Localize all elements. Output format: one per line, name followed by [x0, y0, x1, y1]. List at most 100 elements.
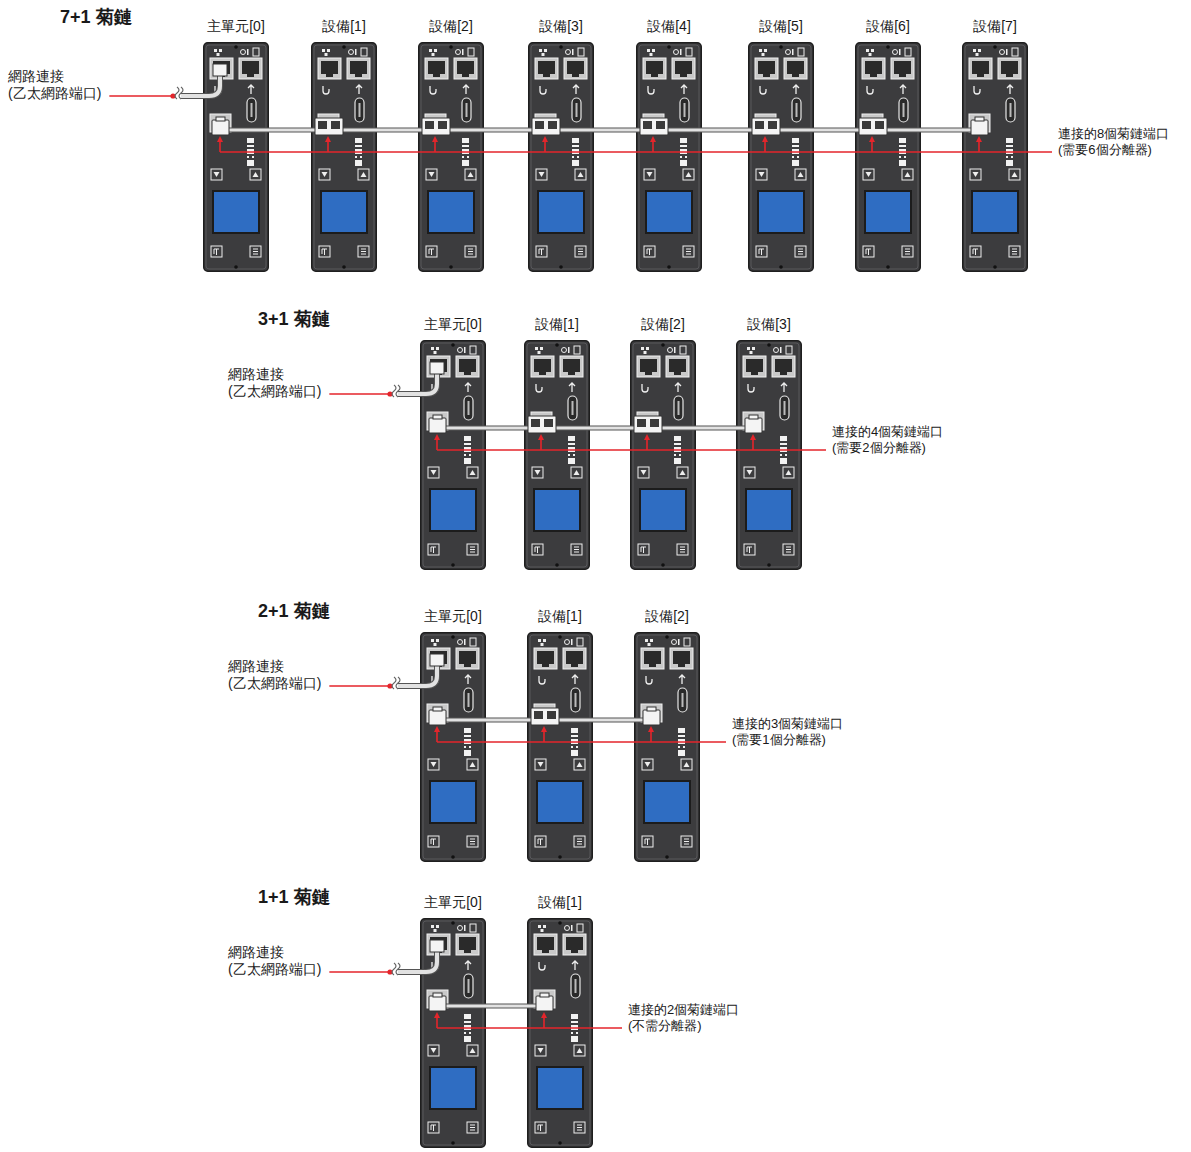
rj45-latch — [645, 372, 652, 375]
controller-drawing — [736, 340, 802, 570]
rj45-latch — [780, 372, 787, 375]
rj45-socket — [746, 359, 763, 372]
lcd-screen — [759, 192, 803, 232]
callout-arrow — [541, 1012, 547, 1018]
unit-label: 主單元[0] — [424, 893, 482, 911]
logo-mark — [899, 160, 906, 166]
housing — [421, 633, 486, 862]
button — [428, 544, 439, 555]
network-icon — [752, 347, 755, 350]
callout-note: 連接的2個菊鏈端口 (不需分離器) — [628, 1002, 739, 1034]
rj45-port — [666, 356, 689, 377]
lcd-screen — [647, 192, 691, 232]
status-icon — [361, 48, 367, 56]
callout-tick — [436, 730, 438, 742]
lcd-bezel — [537, 190, 585, 234]
lcd-bezel — [429, 780, 477, 824]
rj45-socket — [430, 937, 447, 950]
button — [575, 169, 586, 180]
logo-mark — [904, 156, 906, 158]
button-icon — [361, 249, 366, 254]
splitter-slot — [875, 121, 884, 129]
network-icon — [650, 639, 653, 642]
status-icon — [241, 50, 246, 55]
controller-drawing — [420, 632, 486, 862]
chain-icon — [432, 676, 438, 684]
button — [535, 836, 546, 847]
cable-outline — [814, 128, 855, 133]
status-icon — [464, 639, 466, 645]
logo-mark — [680, 145, 687, 147]
logo-mark — [464, 746, 466, 748]
daisy-chain-cable — [486, 1005, 527, 1008]
unit-label: 設備[4] — [647, 17, 691, 35]
housing-bevel — [206, 45, 266, 269]
logo-mark — [780, 443, 787, 445]
logo-mark — [571, 1021, 578, 1023]
housing-bevel — [633, 343, 693, 567]
logo-mark — [571, 735, 578, 737]
lcd-bezel — [745, 488, 793, 532]
chain-plug — [643, 710, 660, 725]
network-icon — [431, 639, 434, 642]
housing — [635, 633, 700, 862]
chain-plug-clip — [433, 707, 442, 711]
button — [744, 544, 755, 555]
chain-plug-clip — [433, 415, 442, 419]
chain-plug — [745, 418, 762, 433]
unit-label: 設備[5] — [759, 17, 803, 35]
screw-hole — [555, 563, 559, 567]
button-icon — [431, 1125, 436, 1131]
status-icon — [1000, 50, 1005, 55]
callout-tick — [543, 1016, 545, 1028]
callout-line — [437, 741, 726, 743]
button-icon — [973, 249, 978, 255]
housing — [525, 341, 590, 570]
status-icon — [565, 640, 570, 645]
lcd-bezel — [639, 488, 687, 532]
usb-c-port — [674, 396, 683, 420]
daisy-chain-cable — [594, 129, 636, 132]
button-icon — [470, 547, 475, 552]
chain-plug — [212, 120, 229, 135]
rj45-socket — [213, 61, 230, 74]
usb-c-tongue — [684, 103, 686, 117]
button-arrow — [322, 172, 328, 177]
button — [536, 246, 547, 257]
cable-outline — [702, 128, 748, 133]
callout-tick — [650, 730, 652, 742]
housing-bevel — [421, 45, 481, 269]
network-icon — [219, 49, 222, 52]
chain-cable-group — [921, 130, 962, 131]
status-icon — [458, 640, 463, 645]
status-icon — [786, 50, 791, 55]
button-arrow — [574, 470, 580, 475]
rj45-plug — [430, 654, 444, 666]
button — [1009, 246, 1020, 257]
rj45-latch — [464, 372, 471, 375]
network-icon — [646, 347, 649, 350]
usb-icon — [572, 961, 578, 970]
network-icon — [322, 49, 325, 52]
leader-line — [329, 971, 390, 973]
logo-mark — [674, 447, 681, 452]
button-icon — [686, 249, 691, 254]
rj45-latch — [572, 74, 579, 77]
unit-label: 主單元[0] — [207, 17, 265, 35]
usb-icon — [465, 675, 471, 684]
network-cable-outline — [398, 948, 437, 972]
rj45-latch — [649, 664, 656, 667]
rj45-port — [318, 58, 341, 79]
logo-mark — [462, 156, 464, 158]
status-icon — [566, 50, 571, 55]
button-icon — [798, 249, 803, 254]
chain-plug-clip — [433, 993, 442, 997]
chain-plug-clip — [540, 993, 549, 997]
rj45-latch — [571, 664, 578, 667]
rj45-socket — [669, 359, 686, 372]
rj45-port — [456, 356, 479, 377]
lcd-screen — [431, 490, 475, 530]
status-icon — [1012, 48, 1018, 56]
pdu-controller: 設備[1] — [527, 632, 593, 862]
button-arrow — [535, 470, 541, 475]
